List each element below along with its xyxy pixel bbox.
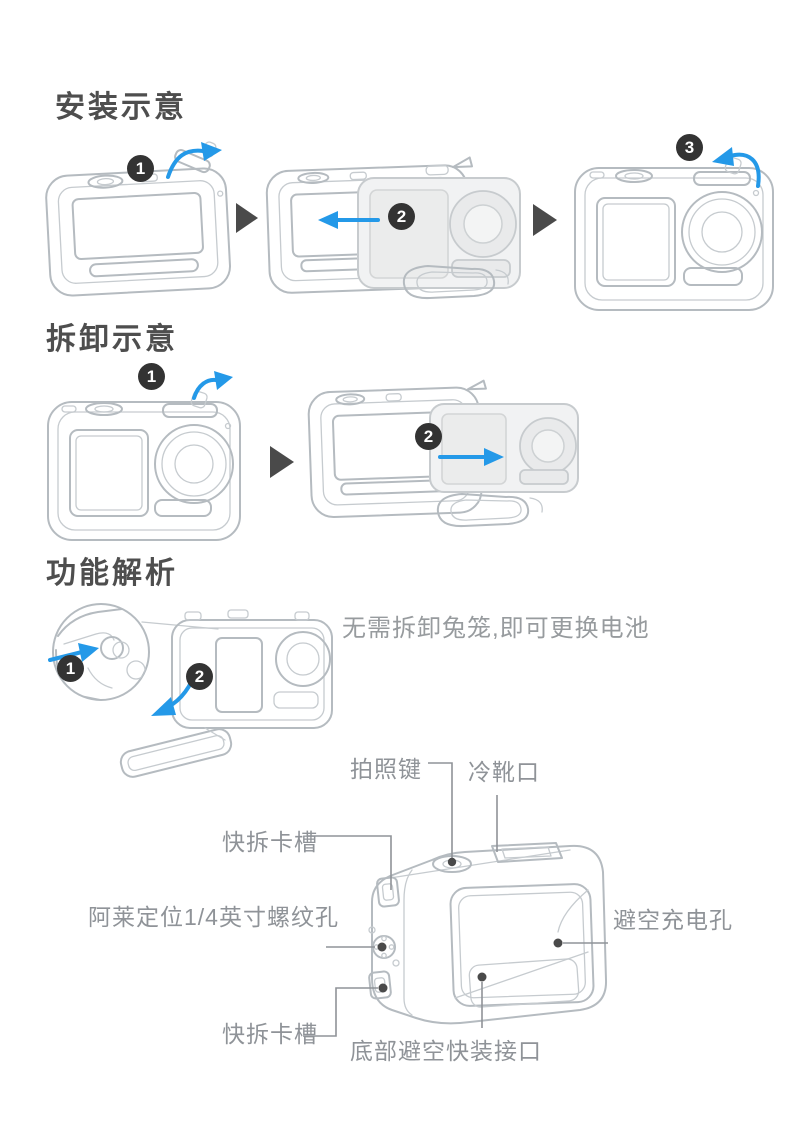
feature-step-2-badge: 2 xyxy=(186,663,213,690)
hanging-strap-drawing xyxy=(436,493,543,528)
section-title-features: 功能解析 xyxy=(46,557,178,590)
section-title-install: 安装示意 xyxy=(55,91,187,124)
callout-line-bottom-mount xyxy=(477,972,487,1028)
battery-note-text: 无需拆卸兔笼,即可更换电池 xyxy=(342,615,650,642)
callout-line-arri-thread xyxy=(326,942,387,952)
callout-line-charging-hole xyxy=(553,938,608,948)
slide-left-arrow-icon xyxy=(318,211,380,229)
callout-label-charging-hole: 避空充电孔 xyxy=(613,907,733,933)
slide-right-arrow-icon xyxy=(438,448,504,466)
callout-line-quick-release-bottom xyxy=(303,983,388,1037)
callout-label-quick-release-top: 快拆卡槽 xyxy=(222,829,318,855)
callout-line-shutter-button xyxy=(428,762,457,867)
install-step-2-badge: 2 xyxy=(388,203,415,230)
battery-door-open-drawing xyxy=(119,609,333,778)
callout-label-arri-thread: 阿莱定位1/4英寸螺纹孔 xyxy=(88,904,339,930)
callout-label-shutter-button: 拍照键 xyxy=(350,756,422,782)
cage-camera-remove-drawing xyxy=(307,379,579,528)
remove-step-1-badge: 1 xyxy=(138,363,165,390)
callout-label-quick-release-bottom: 快拆卡槽 xyxy=(222,1021,318,1047)
next-step-arrow-icon xyxy=(236,203,258,233)
cage-labeled-drawing xyxy=(368,842,608,1025)
cage-camera-insert-drawing xyxy=(265,156,521,300)
install-step-3-badge: 3 xyxy=(676,134,703,161)
callout-line-quick-release-top xyxy=(307,835,392,890)
install-step-1-badge: 1 xyxy=(127,155,154,182)
section-title-remove: 拆卸示意 xyxy=(46,323,178,356)
rotate-close-arrow-icon xyxy=(712,147,761,188)
cage-camera-installed-drawing xyxy=(47,390,241,541)
callout-label-bottom-mount: 底部避空快装接口 xyxy=(350,1038,542,1064)
rotate-open-arrow-icon xyxy=(166,142,222,179)
cage-camera-installed-drawing xyxy=(574,156,774,311)
next-step-arrow-icon xyxy=(270,446,294,478)
remove-step-2-badge: 2 xyxy=(415,423,442,450)
hanging-strap-drawing xyxy=(402,265,509,300)
rotate-open-arrow-icon xyxy=(192,371,233,400)
callout-label-cold-shoe: 冷靴口 xyxy=(468,759,540,785)
feature-step-1-badge: 1 xyxy=(57,655,84,682)
next-step-arrow-icon xyxy=(533,204,557,236)
